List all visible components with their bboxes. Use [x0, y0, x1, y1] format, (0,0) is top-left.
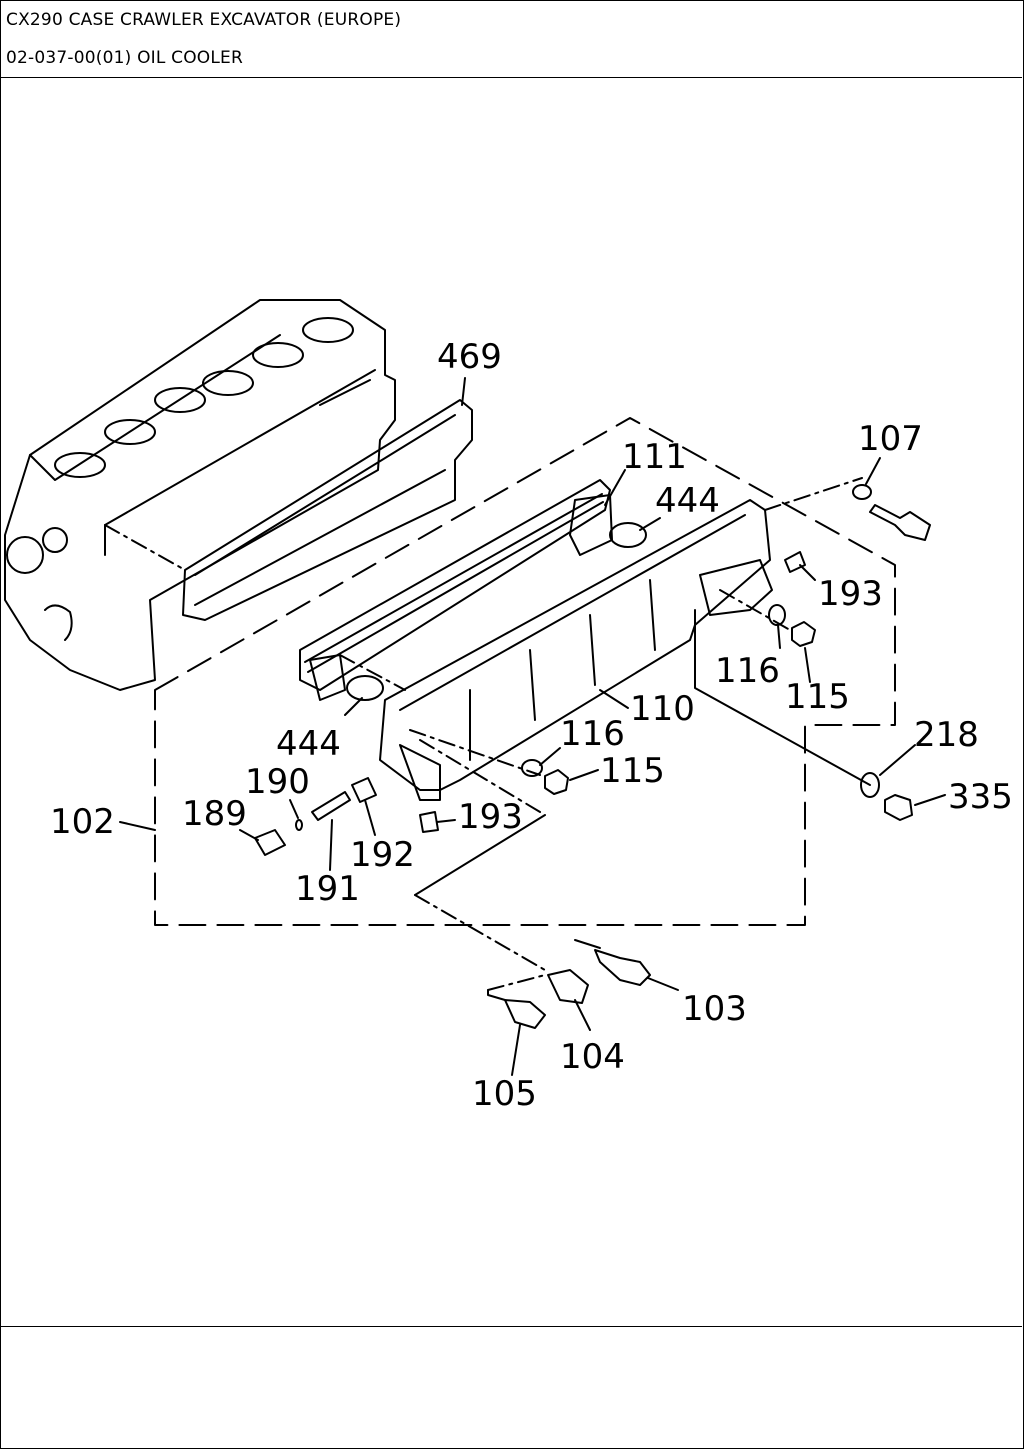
- oring-190: [295, 819, 303, 831]
- cooler-element-111: [299, 479, 613, 701]
- model-title: CX290 CASE CRAWLER EXCAVATOR (EUROPE): [6, 10, 402, 30]
- label-335: 335: [948, 777, 1013, 817]
- label-192: 192: [350, 835, 415, 875]
- assembly-boundary-102: [154, 417, 896, 926]
- bolt-335: [884, 794, 913, 821]
- engine-block: [4, 299, 396, 691]
- label-110: 110: [630, 689, 695, 729]
- gasket-444-lower: [346, 675, 384, 701]
- bolt-189: [254, 829, 286, 856]
- spring-191: [311, 791, 351, 821]
- label-105: 105: [472, 1074, 537, 1114]
- gasket-469: [182, 399, 473, 621]
- nut-115-left: [544, 769, 569, 795]
- plug-193-left: [419, 811, 439, 833]
- header-divider: [0, 77, 1022, 78]
- footer-divider: [0, 1326, 1022, 1327]
- plug-103: [594, 949, 651, 986]
- nut-115-right: [791, 621, 816, 647]
- gasket-444-upper: [609, 522, 647, 548]
- valve-192: [351, 777, 377, 803]
- label-193-right: 193: [818, 574, 883, 614]
- label-116-right: 116: [715, 651, 780, 691]
- label-189: 189: [182, 794, 247, 834]
- connector-218: [694, 609, 871, 786]
- plug-193-right: [784, 551, 806, 573]
- label-103: 103: [682, 989, 747, 1029]
- plug-104: [547, 969, 589, 1004]
- washer-218: [860, 772, 880, 798]
- connector-lower: [414, 814, 546, 896]
- label-444-lower: 444: [276, 724, 341, 764]
- label-218: 218: [914, 715, 979, 755]
- washer-107: [852, 484, 872, 500]
- plug-105: [504, 999, 546, 1029]
- label-115-left: 115: [600, 751, 665, 791]
- label-111: 111: [622, 437, 687, 477]
- plug-107: [869, 504, 931, 541]
- section-title: 02-037-00(01) OIL COOLER: [6, 48, 244, 68]
- label-191: 191: [295, 869, 360, 909]
- label-102: 102: [50, 802, 115, 842]
- label-107: 107: [858, 419, 923, 459]
- label-469: 469: [437, 337, 502, 377]
- label-104: 104: [560, 1037, 625, 1077]
- cooler-housing-110: [379, 499, 773, 801]
- label-116-left: 116: [560, 714, 625, 754]
- part-labels: 469 111 444 107 193 116 115 110 444 116 …: [50, 337, 1013, 1114]
- label-115-right: 115: [785, 677, 850, 717]
- label-444-upper: 444: [655, 481, 720, 521]
- assembly-lines: [104, 477, 863, 991]
- label-193-left: 193: [458, 797, 523, 837]
- leader-lines: [119, 377, 946, 1076]
- connector-105: [487, 989, 506, 1001]
- label-190: 190: [245, 762, 310, 802]
- connector-103: [574, 939, 601, 949]
